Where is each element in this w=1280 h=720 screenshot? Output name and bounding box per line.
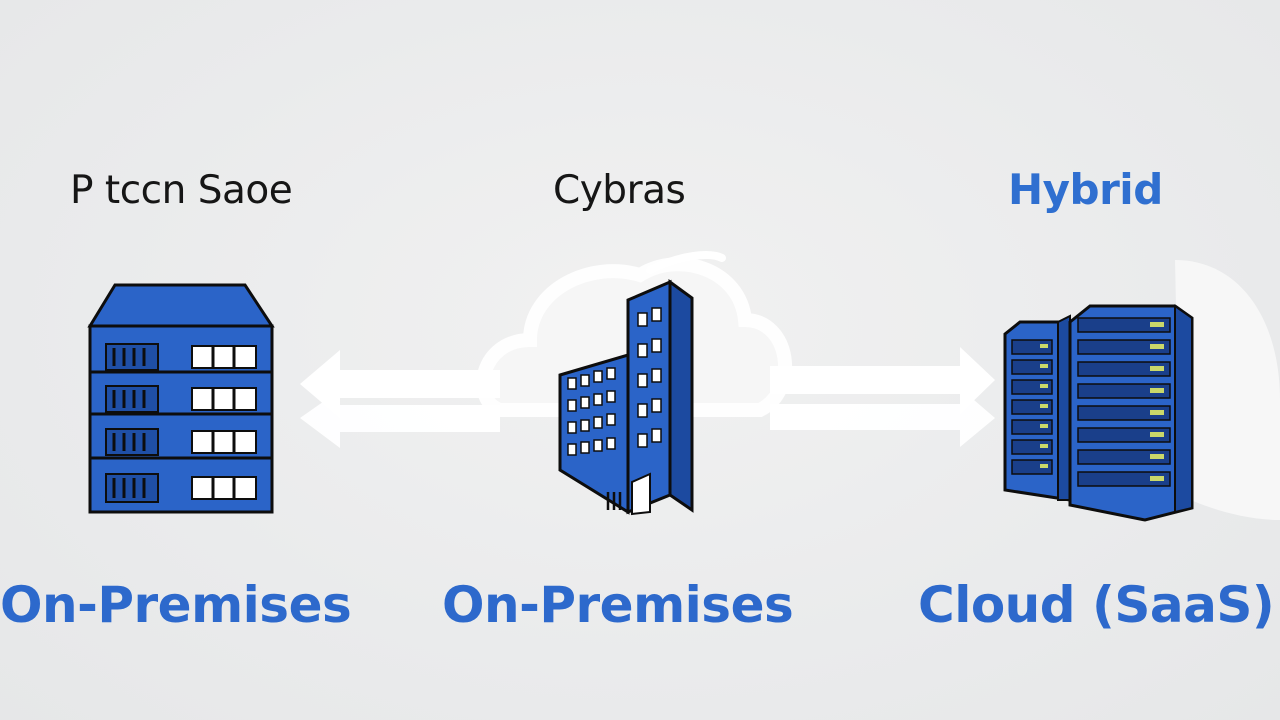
top-left-label: P tccn Saoe [70,168,293,213]
server-bay [105,473,257,503]
data-center-racks-icon [1003,304,1194,522]
office-building-icon [558,279,694,516]
on-premises-label-left: On-Premises [0,576,352,634]
hybrid-label: Hybrid [1008,165,1163,214]
server-bay [105,428,257,456]
left-arrow-icon [300,350,500,448]
on-premises-label-center: On-Premises [442,576,794,634]
right-glow-decoration [1175,260,1280,520]
top-center-label: Cybras [553,168,686,213]
cloud-saas-label: Cloud (SaaS) [918,576,1275,634]
server-bay [105,343,257,371]
server-bay [105,385,257,413]
right-arrow-icon [770,347,995,447]
server-rack-icon [87,283,275,514]
